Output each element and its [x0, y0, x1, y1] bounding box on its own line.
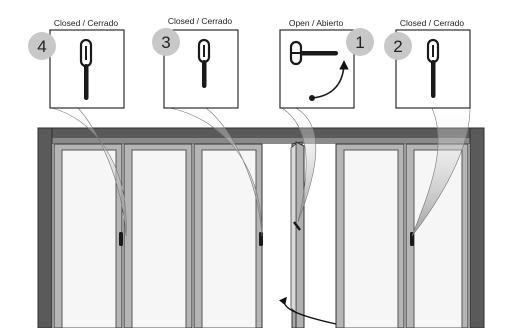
step-number-4: 4	[37, 37, 46, 56]
door-panel-5	[335, 143, 405, 328]
door-handle-marker-3	[259, 232, 263, 246]
handle-callout-3: Closed / Cerrado 3	[152, 16, 239, 109]
door-handle-marker-2	[410, 232, 414, 246]
door-panels	[53, 141, 469, 328]
step-number-1: 1	[355, 33, 364, 52]
rotation-arrow-icon	[309, 60, 349, 101]
swing-arrow	[279, 296, 337, 325]
door-handle-marker-4	[119, 232, 123, 246]
handle-callout-2: Closed / Cerrado 2	[384, 18, 471, 109]
handle-callout-4: Closed / Cerrado 4	[28, 18, 125, 109]
handle-label-2: Closed / Cerrado	[400, 18, 465, 28]
door-handle-marker-1	[293, 221, 301, 231]
handle-callout-1: Open / Abierto 1	[279, 18, 374, 109]
step-number-3: 3	[161, 33, 170, 52]
step-number-2: 2	[393, 37, 402, 56]
step-badge-2	[384, 32, 412, 60]
handle-closed-icon	[426, 38, 440, 98]
step-badge-1	[346, 28, 374, 56]
handle-open-icon	[289, 40, 338, 66]
door-frame	[37, 127, 485, 328]
handle-label-4: Closed / Cerrado	[54, 18, 119, 28]
handle-closed-icon	[197, 38, 211, 88]
handle-closed-icon	[79, 38, 93, 100]
door-panel-2	[123, 143, 193, 328]
handle-label-1: Open / Abierto	[289, 18, 344, 28]
step-badge-4	[28, 32, 56, 60]
door-panel-3	[193, 143, 263, 328]
handle-label-3: Closed / Cerrado	[168, 16, 233, 26]
door-panel-1	[53, 143, 123, 328]
open-door-leaf	[290, 141, 305, 328]
callout-swooshes	[51, 107, 471, 237]
step-badge-3	[152, 28, 180, 56]
